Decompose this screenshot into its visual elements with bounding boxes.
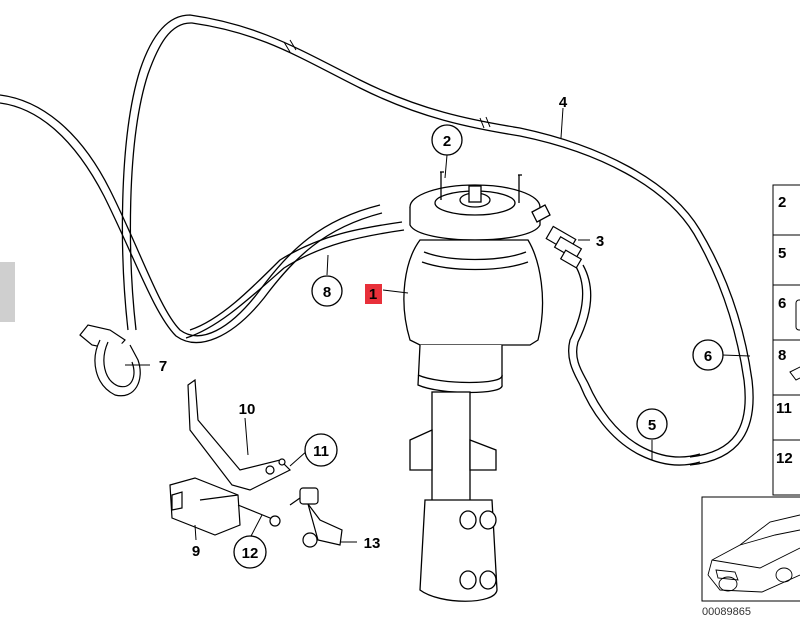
air-line-8: [0, 94, 405, 344]
side-row-6-label: 12: [776, 450, 793, 467]
sensor-part-9: [169, 477, 281, 536]
side-row-4[interactable]: 8: [778, 347, 786, 364]
callout-11[interactable]: 11: [304, 433, 338, 467]
side-row-6[interactable]: 12: [776, 450, 793, 467]
strut-assembly: [403, 171, 551, 602]
left-scroll-tab[interactable]: [0, 262, 15, 322]
air-line-4: [121, 14, 754, 466]
link-part-13: [289, 487, 343, 548]
side-row-1-label: 2: [778, 194, 786, 211]
callout-13-label[interactable]: 13: [364, 535, 381, 552]
callout-1[interactable]: 1: [365, 284, 382, 304]
callout-5-label: 5: [648, 417, 656, 434]
clamp-part-7: [79, 324, 141, 397]
side-row-5-label: 11: [776, 400, 792, 417]
callout-9-label[interactable]: 9: [192, 543, 200, 560]
callout-12[interactable]: 12: [233, 535, 267, 569]
side-parts-table: [772, 184, 800, 496]
callout-7-label[interactable]: 7: [159, 358, 167, 375]
leader-lines: [125, 107, 751, 543]
callout-1-label: 1: [369, 286, 377, 303]
side-row-2[interactable]: 5: [778, 245, 786, 262]
side-row-5[interactable]: 11: [776, 400, 792, 417]
air-line-6-5: [568, 264, 701, 466]
callout-6[interactable]: 6: [692, 339, 724, 371]
side-row-3[interactable]: 6: [778, 295, 786, 312]
side-row-2-label: 5: [778, 245, 786, 262]
callout-6-label: 6: [704, 348, 712, 365]
side-row-4-label: 8: [778, 347, 786, 364]
car-icon: [707, 514, 800, 593]
vehicle-thumbnail[interactable]: [701, 496, 800, 602]
callout-11-label: 11: [313, 443, 329, 460]
callout-2-label: 2: [443, 133, 451, 150]
reference-number: 00089865: [702, 606, 751, 618]
callout-3-label[interactable]: 3: [596, 233, 604, 250]
side-row-3-label: 6: [778, 295, 786, 312]
callout-8-label: 8: [323, 284, 331, 301]
valve-part-3: [545, 225, 583, 269]
callout-5[interactable]: 5: [636, 408, 668, 440]
bracket-part-10: [187, 378, 292, 491]
side-row-1[interactable]: 2: [778, 194, 786, 211]
callout-4-label[interactable]: 4: [559, 94, 568, 111]
callout-8[interactable]: 8: [311, 275, 343, 307]
callout-10-label[interactable]: 10: [239, 401, 256, 418]
callout-2[interactable]: 2: [431, 124, 463, 156]
callout-12-label: 12: [242, 545, 259, 562]
